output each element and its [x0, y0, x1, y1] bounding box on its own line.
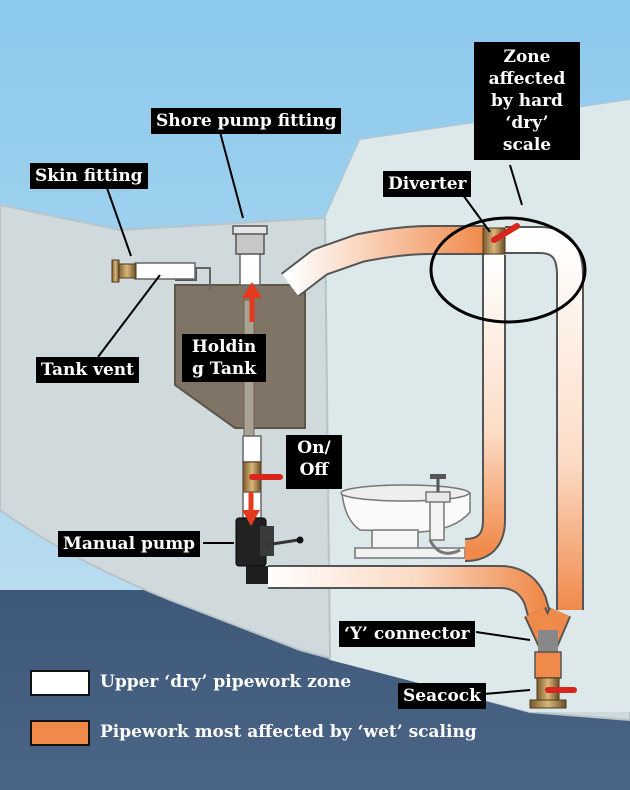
- holding-tank-label: Holdin g Tank: [182, 334, 266, 382]
- manual-pump: [235, 517, 304, 584]
- tank-vent-label: Tank vent: [36, 357, 140, 383]
- y-connector: [524, 606, 572, 679]
- skin-fitting-label: Skin fitting: [30, 163, 148, 189]
- dry-scale-zone-ring: [429, 216, 587, 324]
- y-connector-label: ‘Y’ connector: [339, 621, 475, 647]
- flow-arrow-down: [242, 492, 260, 526]
- zone-label-line4: ‘dry’: [505, 113, 549, 133]
- zone-label-line1: Zone: [503, 47, 551, 67]
- seacock-valve: [529, 677, 577, 709]
- shore-pump-fitting-label: Shore pump fitting: [151, 108, 342, 134]
- legend-swatch-dry: [30, 670, 90, 696]
- toilet: [340, 474, 471, 559]
- holding-tank-label-line2: g Tank: [192, 359, 256, 379]
- on-off-label-line1: On/: [297, 438, 331, 458]
- leader-lines: [97, 131, 531, 695]
- on-off-label-line2: Off: [299, 460, 329, 480]
- diverter-valve: [482, 223, 520, 255]
- tank-outlet-hose: [242, 435, 262, 463]
- legend-swatch-wet: [30, 720, 90, 746]
- holding-tank-label-line1: Holdin: [191, 337, 257, 357]
- dry-scale-zone-label: Zone affected by hard ‘dry’ scale: [474, 42, 580, 160]
- manual-pump-label: Manual pump: [58, 531, 201, 557]
- seacock-label: Seacock: [398, 683, 486, 709]
- zone-label-line5: scale: [502, 135, 552, 155]
- skin-fitting: [111, 259, 137, 283]
- on-off-valve: [242, 461, 283, 493]
- tank-vent-hose: [134, 262, 196, 280]
- legend-text-wet: Pipework most affected by ‘wet’ scaling: [100, 722, 477, 742]
- zone-label-line2: affected: [488, 69, 566, 89]
- zone-label-line3: by hard: [491, 91, 563, 111]
- flow-arrow-up: [242, 282, 262, 322]
- on-off-label: On/ Off: [286, 435, 342, 489]
- shore-pump-fitting: [232, 225, 268, 286]
- legend-text-dry: Upper ‘dry’ pipework zone: [100, 672, 352, 692]
- diverter-label: Diverter: [383, 171, 472, 197]
